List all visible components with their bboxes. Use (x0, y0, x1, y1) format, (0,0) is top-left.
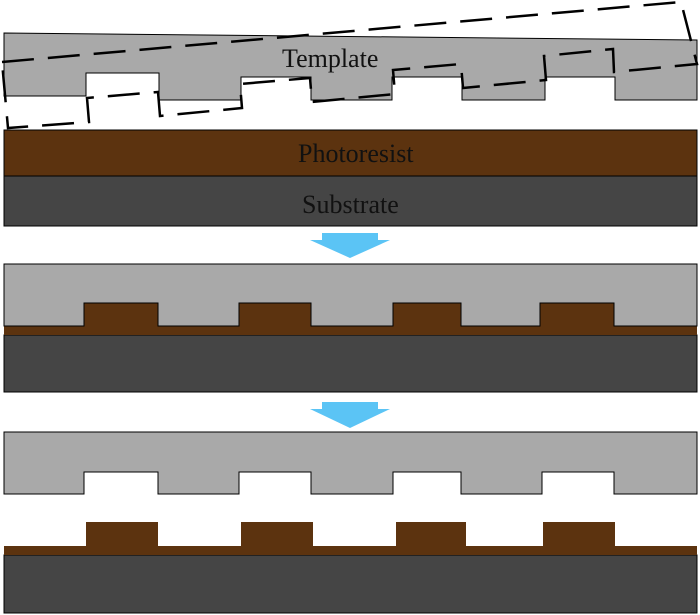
resist-residual-step2 (4, 326, 697, 335)
template-step3 (3, 431, 698, 495)
template-step2 (3, 263, 698, 327)
resist-feature-step3-2 (241, 522, 313, 548)
photoresist-label: Photoresist (298, 139, 414, 168)
template-ghost-outline (0, 0, 699, 130)
resist-feature-step2-1 (84, 303, 158, 328)
template-label: Template (282, 44, 378, 73)
substrate-layer-step3 (3, 554, 698, 614)
resist-feature-step2-2 (239, 303, 311, 328)
resist-residual-step3 (4, 546, 697, 555)
resist-feature-step2-3 (393, 303, 461, 328)
substrate-label: Substrate (302, 190, 399, 219)
down-arrow-2 (310, 402, 390, 428)
resist-feature-step3-3 (396, 522, 466, 548)
down-arrow-1 (310, 233, 390, 258)
step-1: Template Photoresist Substrate (0, 0, 699, 227)
photoresist-layer (3, 129, 698, 177)
resist-feature-step2-4 (540, 303, 614, 328)
substrate-layer-step1 (3, 175, 698, 227)
substrate-layer-step2 (3, 334, 698, 393)
resist-feature-step3-1 (86, 522, 158, 548)
step-2 (3, 263, 698, 393)
resist-feature-step3-4 (543, 522, 615, 548)
step-3 (3, 431, 698, 614)
